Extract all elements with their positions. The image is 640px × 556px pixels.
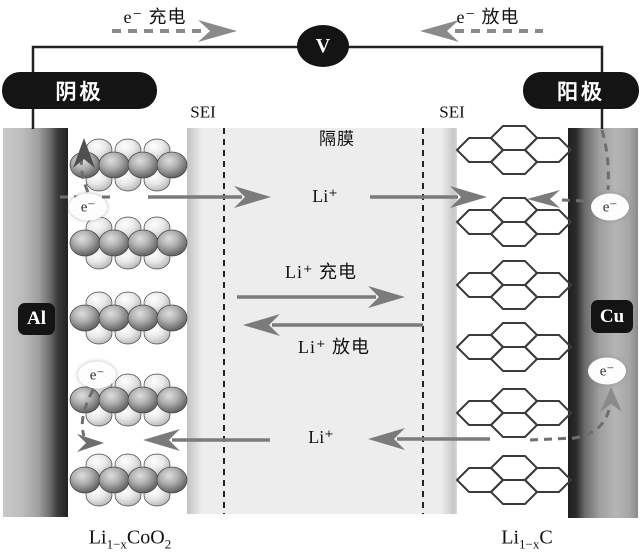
sphere-cluster <box>69 216 188 270</box>
electron-discharge-arrow <box>420 20 543 42</box>
aluminum-chip: Al <box>18 303 55 335</box>
cathode-formula: Li1−xCoO2 <box>89 528 171 551</box>
graphite-cluster <box>455 197 573 247</box>
li-charge-arrow <box>237 286 405 308</box>
anode-formula-mid: C <box>539 526 553 549</box>
cathode-formula-base: Li <box>88 526 107 549</box>
separator-label: 隔膜 <box>319 129 355 149</box>
electron-path-up-cu <box>529 409 611 442</box>
electron-arrow-into-anode <box>527 190 560 208</box>
li-bottom-arrow-left-segment <box>143 429 270 451</box>
electron-path-down-cu <box>600 129 610 191</box>
sei-layer-right <box>441 128 457 514</box>
electron-arrow-up-al <box>73 138 95 168</box>
electron-badge-cathode-bottom: e⁻ <box>78 361 116 389</box>
anode-material-layers <box>455 125 573 505</box>
cathode-formula-sub1: 1−x <box>106 536 127 552</box>
li-bottom-arrow-right-segment <box>368 428 490 450</box>
li-top-arrow-right-segment <box>370 186 487 208</box>
cathode-material-layers <box>69 138 188 507</box>
li-top-arrow-left-segment <box>148 186 271 208</box>
electron-charge-label: e⁻ 充电 <box>123 7 187 27</box>
graphite-cluster <box>455 322 573 372</box>
electron-paths <box>60 129 611 442</box>
electron-path-anode-top <box>561 198 585 203</box>
aluminum-chip-label: Al <box>27 308 46 329</box>
li-ion-arrows <box>143 186 490 451</box>
li-charge-label: Li⁺ 充电 <box>285 262 357 282</box>
graphite-cluster <box>455 455 573 505</box>
li-discharge-label: Li⁺ 放电 <box>298 337 370 357</box>
electron-path-up-al <box>79 151 90 193</box>
graphite-cluster <box>455 388 573 438</box>
cathode-formula-sub2: 2 <box>164 536 172 552</box>
electron-charge-arrow <box>112 20 237 42</box>
sei-layer-left <box>187 128 202 514</box>
separator-region <box>187 128 457 514</box>
electron-arrow-into-cathode <box>77 434 104 452</box>
anode-formula-base: Li <box>501 526 520 549</box>
voltmeter: V <box>297 25 349 67</box>
cathode-formula-mid: CoO <box>126 526 165 549</box>
cathode-terminal-label: 阴极 <box>55 79 104 104</box>
sphere-cluster <box>69 291 188 345</box>
electron-arrowheads <box>73 138 622 452</box>
electron-path-down-al <box>80 389 95 437</box>
anode-formula-sub1: 1−x <box>519 536 540 552</box>
sphere-cluster <box>69 138 188 192</box>
anode-terminal-label: 阳极 <box>557 79 605 104</box>
voltmeter-label: V <box>315 34 331 57</box>
cathode-terminal: 阴极 <box>2 72 157 109</box>
electron-arrow-up-cu <box>600 387 622 412</box>
electron-discharge-label: e⁻ 放电 <box>456 7 520 27</box>
sei-label-right: SEI <box>439 102 465 122</box>
sphere-cluster <box>69 453 188 507</box>
li-ion-top-label: Li⁺ <box>312 186 338 206</box>
graphite-cluster <box>455 260 573 310</box>
electron-badge-anode-bottom: e⁻ <box>588 357 626 385</box>
electron-badge-cathode-top: e⁻ <box>69 193 107 221</box>
li-ion-bottom-label: Li⁺ <box>308 427 334 447</box>
graphite-cluster <box>455 125 573 175</box>
sei-label-left: SEI <box>190 102 216 122</box>
electron-badge-anode-top: e⁻ <box>591 193 629 221</box>
copper-chip-label: Cu <box>599 305 625 327</box>
li-discharge-arrow <box>243 314 423 336</box>
copper-chip: Cu <box>591 300 633 333</box>
anode-terminal: 阳极 <box>523 72 639 109</box>
anode-formula: Li1−xC <box>501 528 552 551</box>
